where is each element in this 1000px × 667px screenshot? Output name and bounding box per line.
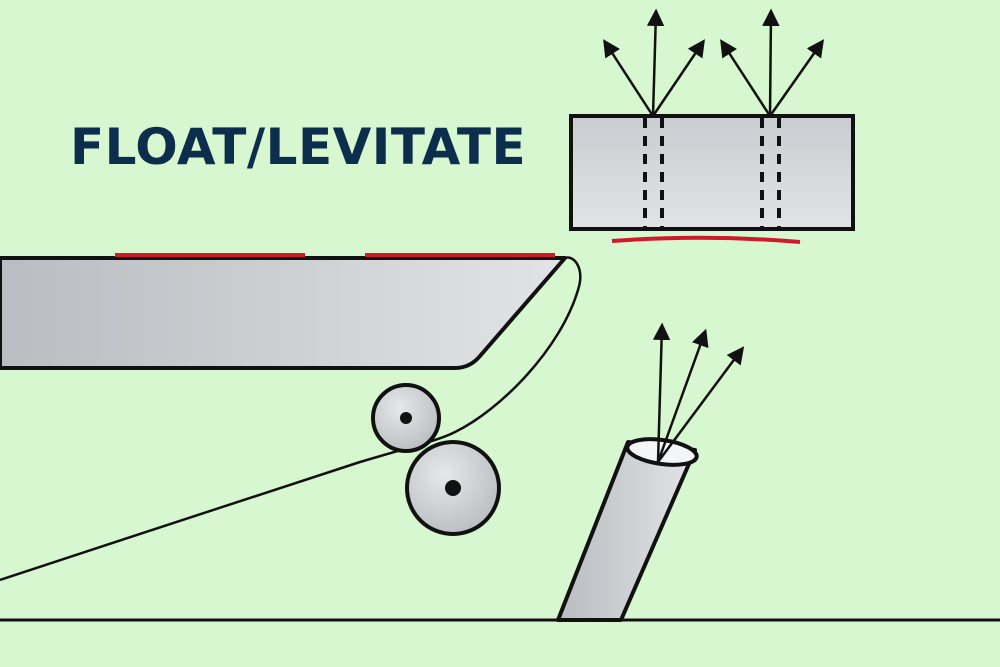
air-channel-dashes [643, 118, 781, 228]
air-jet-arrow-icon [652, 322, 745, 463]
roller-icon [371, 383, 441, 453]
film-highlight-box [611, 235, 801, 244]
diagram-title: FLOAT/LEVITATE [70, 118, 527, 176]
air-box [569, 114, 855, 231]
air-jet-arrow-icon [603, 8, 825, 117]
roller-icon [405, 440, 501, 536]
air-nozzle-icon [556, 440, 697, 622]
air-bar-left [0, 256, 567, 370]
film-web-path [0, 256, 582, 582]
